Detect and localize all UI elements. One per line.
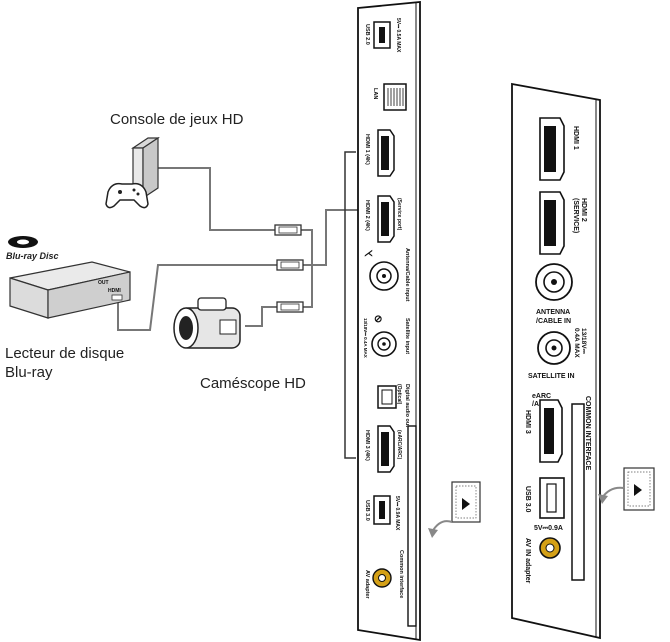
svg-text:Common interface: Common interface <box>398 550 404 598</box>
svg-text:AV IN adapter: AV IN adapter <box>524 538 531 584</box>
svg-text:ANTENNA: ANTENNA <box>536 309 570 316</box>
svg-text:SATELLITE IN: SATELLITE IN <box>528 373 575 380</box>
svg-text:HDMI: HDMI <box>108 288 121 294</box>
svg-text:Digital audio out: Digital audio out <box>404 384 410 427</box>
hdmi-bracket <box>344 151 356 459</box>
console-cable <box>155 167 275 231</box>
svg-text:HDMI 3 (4K): HDMI 3 (4K) <box>364 430 370 461</box>
svg-text:(Service port): (Service port) <box>396 198 402 231</box>
right-ci-card <box>598 467 655 511</box>
game-console <box>105 136 160 209</box>
svg-text:0.4A MAX: 0.4A MAX <box>573 328 580 358</box>
gamepad-icon <box>105 182 149 209</box>
bluray-cable <box>117 264 278 331</box>
bluray-logo: Blu-ray Disc <box>6 236 59 261</box>
svg-text:COMMON INTERFACE: COMMON INTERFACE <box>584 396 591 471</box>
bluray-label-line1: Lecteur de disque <box>5 345 124 362</box>
svg-text:Satellite input: Satellite input <box>404 318 410 354</box>
svg-text:HDMI 1: HDMI 1 <box>572 126 579 150</box>
svg-text:LAN: LAN <box>372 88 378 99</box>
camcorder <box>173 297 241 349</box>
bracket-link <box>300 209 358 308</box>
svg-text:HDMI 3: HDMI 3 <box>524 410 531 434</box>
svg-text:(Optical): (Optical) <box>396 384 402 405</box>
cables <box>117 167 358 331</box>
svg-text:13/18V⎓ 0.4A MAX: 13/18V⎓ 0.4A MAX <box>363 318 368 358</box>
left-ci-card <box>428 481 481 538</box>
svg-text:(SERVICE): (SERVICE) <box>572 198 579 233</box>
svg-text:USB 2.0: USB 2.0 <box>364 24 370 45</box>
antenna-icon: ⋌ <box>364 248 373 258</box>
svg-text:5V⎓ 0.9A MAX: 5V⎓ 0.9A MAX <box>394 496 400 531</box>
bluray-player: Blu-ray Disc OUT HDMI <box>6 236 131 319</box>
svg-text:(eARC/ARC): (eARC/ARC) <box>396 430 402 460</box>
right-tv-panel: HDMI 1 HDMI 2 (SERVICE) ANTENNA /CABLE I… <box>511 82 601 640</box>
svg-text:HDMI 2 (4K): HDMI 2 (4K) <box>364 200 370 231</box>
left-tv-panel: USB 2.0 5V⎓ 0.5A MAX LAN HDMI 1 (4K) HDM… <box>357 1 421 642</box>
svg-text:/CABLE IN: /CABLE IN <box>536 318 571 325</box>
bluray-label-line2: Blu-ray <box>5 364 53 381</box>
satellite-dish-icon: ⊘ <box>374 314 382 325</box>
svg-text:USB 3.0: USB 3.0 <box>524 486 531 513</box>
svg-text:HDMI 1 (4K): HDMI 1 (4K) <box>364 134 370 165</box>
svg-text:HDMI 2: HDMI 2 <box>580 198 587 222</box>
svg-text:USB 3.0: USB 3.0 <box>364 500 370 521</box>
common-interface-slot-right <box>571 403 585 581</box>
svg-text:13/18V⎓: 13/18V⎓ <box>580 328 587 355</box>
svg-text:AV adapter: AV adapter <box>364 570 370 599</box>
svg-text:5V⎓0.9A: 5V⎓0.9A <box>534 525 563 532</box>
hdmi-plugs <box>274 224 304 313</box>
svg-text:eARC: eARC <box>532 393 551 400</box>
svg-text:Antenna/Cable input: Antenna/Cable input <box>404 248 410 302</box>
svg-text:5V⎓ 0.5A MAX: 5V⎓ 0.5A MAX <box>395 18 401 53</box>
camcorder-label: Caméscope HD <box>200 375 306 392</box>
svg-text:OUT: OUT <box>98 280 109 286</box>
camcorder-cable <box>245 306 278 327</box>
common-interface-slot <box>407 425 417 627</box>
console-label: Console de jeux HD <box>110 111 244 128</box>
lan-port <box>383 83 407 111</box>
svg-text:Blu-ray Disc: Blu-ray Disc <box>6 251 59 261</box>
